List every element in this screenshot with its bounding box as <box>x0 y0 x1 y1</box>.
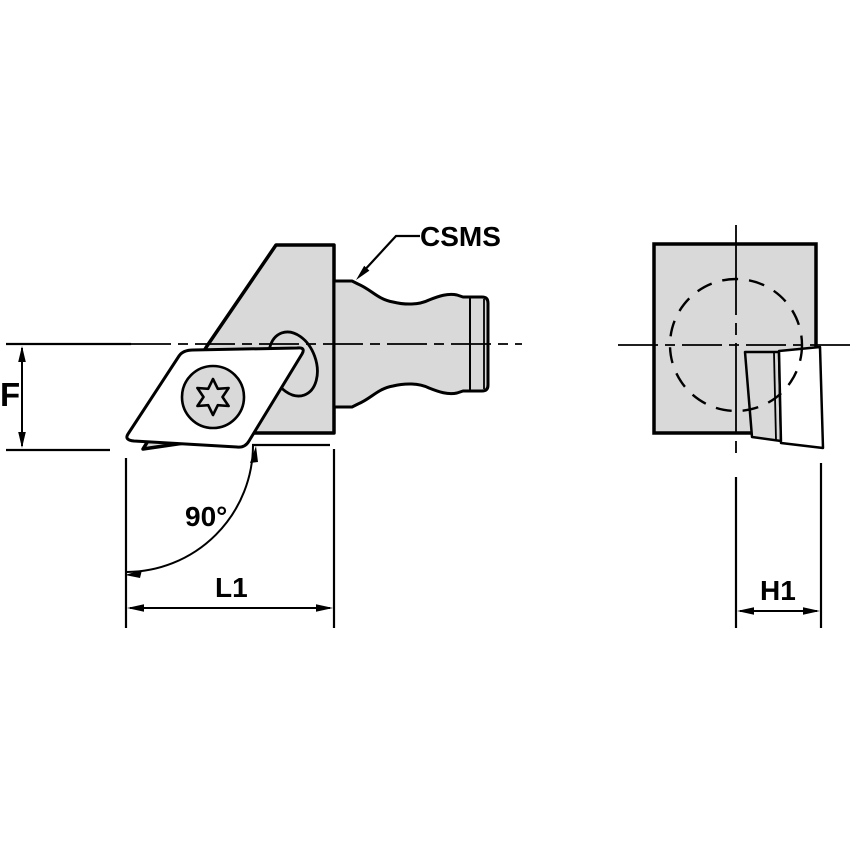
f-arrow-down-icon <box>18 432 26 448</box>
angle-arc <box>125 444 254 573</box>
l1-arrow-right-icon <box>316 604 333 612</box>
f-dimension-label: F <box>0 376 21 413</box>
h1-arrow-left-icon <box>737 607 754 615</box>
insert-end-face <box>777 345 825 450</box>
h1-arrow-right-icon <box>803 607 820 615</box>
angle-arrow-up-icon <box>250 446 258 463</box>
f-arrow-up-icon <box>18 346 26 362</box>
csms-leader <box>356 234 420 280</box>
dimension-h1 <box>734 463 823 628</box>
csms-leader-arrow-icon <box>356 265 370 280</box>
dimension-f <box>6 342 131 452</box>
csms-callout-label: CSMS <box>420 221 501 252</box>
csms-leader-line <box>360 234 420 275</box>
end-view <box>618 225 854 628</box>
torx-screw <box>180 364 246 430</box>
l1-dimension-label: L1 <box>215 572 248 603</box>
l1-arrow-left-icon <box>127 604 144 612</box>
dimension-angle <box>125 443 330 578</box>
dimension-l1 <box>124 449 336 628</box>
torx-star-icon <box>196 377 230 417</box>
h1-dimension-label: H1 <box>760 575 796 606</box>
pocket-inner-line <box>773 352 777 441</box>
angle-dimension-label: 90° <box>185 501 228 532</box>
angle-arrow-left-icon <box>125 570 142 578</box>
side-view <box>6 234 522 628</box>
